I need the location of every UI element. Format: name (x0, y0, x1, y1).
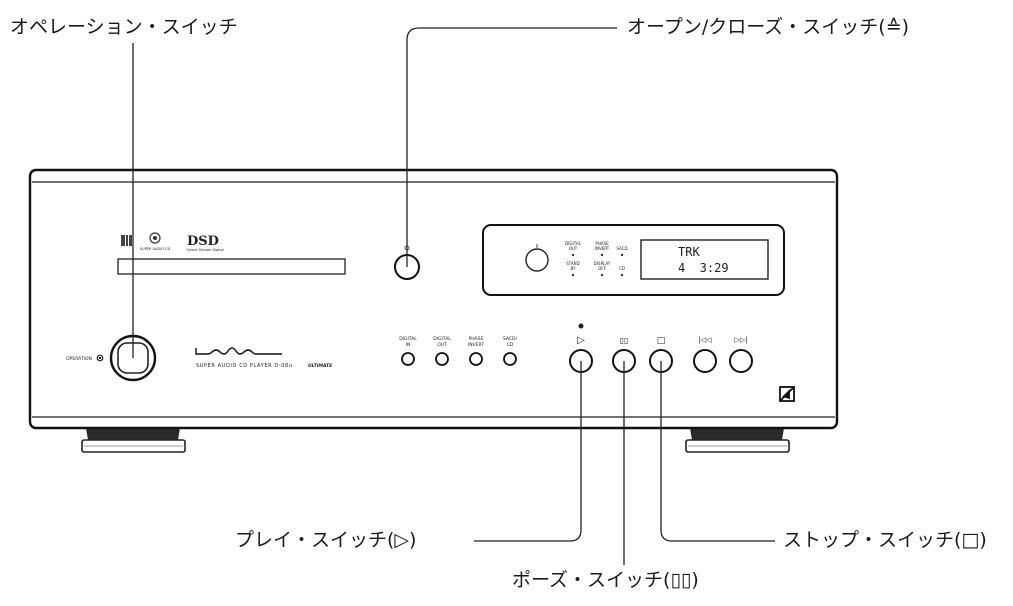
model-badge: ULTIMATE (308, 363, 333, 369)
digital-in-button[interactable]: DIGITAL IN (399, 336, 417, 366)
pause-switch-callout: ポーズ・スイッチ(▯▯) (512, 569, 699, 591)
right-foot (685, 428, 790, 453)
play-switch-callout: プレイ・スイッチ(▷) (235, 529, 417, 551)
indicator-cd: CD (619, 266, 625, 271)
brand-logo: LUXMAN SUPER AUDIO CD PLAYER D-08u ULTIM… (195, 347, 333, 369)
digital-out-button[interactable]: DIGITAL OUT (433, 336, 451, 366)
lcd-line-1: TRK (678, 245, 700, 259)
play-indicator (578, 323, 584, 329)
play-icon: ▷ (577, 335, 585, 346)
svg-text:OUT: OUT (437, 342, 447, 348)
stop-switch-callout: ストップ・スイッチ(□) (783, 529, 987, 551)
indicator-standby-2: BY (571, 266, 577, 271)
sacd-logo-label: SUPER AUDIO CD (140, 247, 171, 251)
lcd-line-2: 4 3:29 (678, 261, 729, 275)
previous-track-icon: |◁◁ (698, 336, 712, 344)
open-close-switch-leader (406, 27, 617, 267)
function-buttons: DIGITAL IN DIGITAL OUT PHASE INVERT SACD… (399, 336, 518, 366)
svg-text:DIGITAL: DIGITAL (433, 336, 451, 342)
svg-text:CD: CD (507, 342, 514, 348)
next-track-icon: ▷▷| (734, 336, 747, 344)
sacd-cd-button[interactable]: SACD/ CD (503, 336, 518, 366)
stop-icon: □ (657, 336, 666, 346)
svg-text:DIGITAL: DIGITAL (399, 336, 417, 342)
indicator-digital-out-2: OUT (569, 246, 578, 251)
format-logos: SUPER AUDIO CD DSD Direct Stream Digital (121, 232, 224, 252)
disc-tray (117, 258, 346, 275)
svg-text:INVERT: INVERT (468, 342, 484, 348)
remote-sensor (525, 248, 549, 272)
dsd-logo: DSD (187, 234, 219, 249)
previous-track-button[interactable] (693, 349, 717, 373)
operation-label: OPERATION (66, 356, 92, 362)
player-chassis (28, 168, 839, 430)
indicator-display-off-2: OFF (598, 266, 606, 271)
svg-text:IN: IN (406, 342, 411, 348)
stop-switch-leader (660, 361, 775, 542)
brand-mark-icon (779, 386, 795, 402)
svg-text:PHASE: PHASE (469, 336, 484, 342)
pause-icon: ▯▯ (620, 336, 629, 345)
display-window: R DIGITAL OUT PHASE INVERT SACD STAND BY… (482, 224, 785, 296)
next-track-button[interactable] (729, 349, 753, 373)
sacd-logo-icon (149, 232, 161, 244)
indicator-phase-invert-1: PHASE (595, 241, 609, 246)
phase-invert-button[interactable]: PHASE INVERT (468, 336, 484, 366)
left-foot (81, 428, 186, 453)
leader-lines (132, 27, 775, 565)
indicator-phase-invert-2: INVERT (595, 246, 610, 251)
indicator-sacd: SACD (616, 246, 627, 251)
model-text: SUPER AUDIO CD PLAYER D-08u (196, 363, 293, 369)
lcd-screen (640, 239, 769, 280)
dsd-logo-label: Direct Stream Digital (187, 248, 224, 252)
play-switch-leader (474, 361, 582, 542)
operation-switch-callout: オペレーション・スイッチ (10, 16, 238, 38)
svg-text:SACD/: SACD/ (503, 336, 518, 342)
indicator-digital-out-1: DIGITAL (565, 241, 581, 246)
indicator-standby-1: STAND (566, 261, 579, 266)
remote-sensor-label: R (536, 244, 539, 249)
open-close-switch-callout: オープン/クローズ・スイッチ(≙) (627, 16, 910, 38)
indicator-display-off-1: DISPLAY (594, 261, 611, 266)
